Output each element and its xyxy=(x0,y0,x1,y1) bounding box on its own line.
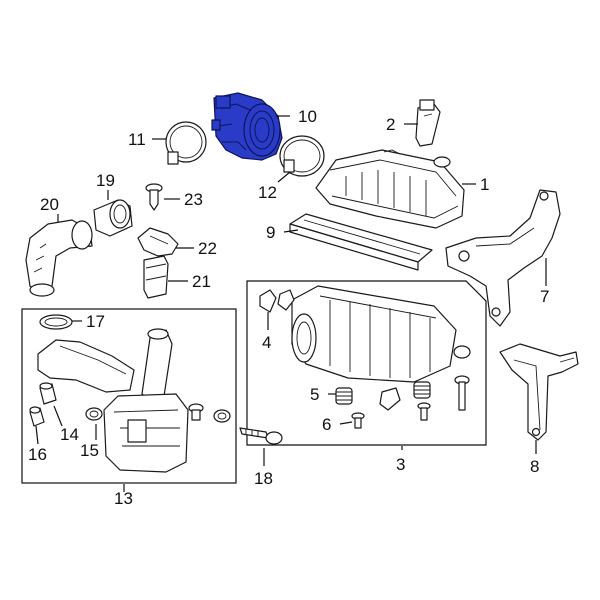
callout-10: 10 xyxy=(298,107,317,126)
part-17-oring[interactable] xyxy=(39,314,73,330)
callout-22: 22 xyxy=(198,239,217,258)
part-18-bolt[interactable] xyxy=(239,427,283,445)
callout-16: 16 xyxy=(28,445,47,464)
part-2-sensor[interactable] xyxy=(415,99,441,147)
callout-8: 8 xyxy=(530,457,539,476)
part-6-bolt[interactable] xyxy=(351,412,365,429)
group-box-13 xyxy=(21,308,237,484)
leader-lines xyxy=(35,115,547,492)
part-11-clamp[interactable] xyxy=(165,121,207,165)
callout-5: 5 xyxy=(310,385,319,404)
part-12-clamp[interactable] xyxy=(279,135,325,177)
part-19-coupling[interactable] xyxy=(93,199,133,237)
part-8-bracket[interactable] xyxy=(499,343,579,441)
part-13-fastener-b[interactable] xyxy=(213,409,231,423)
callout-18: 18 xyxy=(254,469,273,488)
callout-9: 9 xyxy=(266,223,275,242)
part-3-spring-b[interactable] xyxy=(413,381,431,399)
part-7-bracket[interactable] xyxy=(445,189,561,327)
callout-4: 4 xyxy=(262,333,271,352)
callout-21: 21 xyxy=(192,272,211,291)
callout-17: 17 xyxy=(86,312,105,331)
callout-7: 7 xyxy=(540,287,549,306)
part-13-resonator[interactable] xyxy=(37,328,189,473)
part-21-plug[interactable] xyxy=(143,255,169,299)
part-20-duct[interactable] xyxy=(25,219,93,297)
callout-3: 3 xyxy=(396,455,405,474)
callout-12: 12 xyxy=(258,183,277,202)
part-14-grommet[interactable] xyxy=(39,382,57,405)
part-5-spring[interactable] xyxy=(335,387,353,405)
part-22-bracket[interactable] xyxy=(137,227,179,257)
part-3-bolt-e[interactable] xyxy=(454,375,470,411)
part-1-airbox-cover[interactable] xyxy=(315,149,465,229)
part-13-fastener-a[interactable] xyxy=(188,403,204,421)
part-3-clip-c[interactable] xyxy=(379,387,401,411)
callout-20: 20 xyxy=(40,195,59,214)
callout-23: 23 xyxy=(184,190,203,209)
callout-1: 1 xyxy=(480,175,489,194)
callout-19: 19 xyxy=(96,171,115,190)
callout-2: 2 xyxy=(386,115,395,134)
part-10-highlighted[interactable] xyxy=(211,92,283,161)
part-16-grommet[interactable] xyxy=(29,406,45,427)
callout-15: 15 xyxy=(80,441,99,460)
part-4-clips[interactable] xyxy=(259,289,295,313)
callout-11: 11 xyxy=(128,130,146,149)
callout-13: 13 xyxy=(114,489,133,508)
callout-14: 14 xyxy=(60,425,79,444)
part-3-bolt-d[interactable] xyxy=(417,402,431,421)
part-9-filter[interactable] xyxy=(289,213,433,271)
group-box-3 xyxy=(246,280,487,446)
callout-6: 6 xyxy=(322,415,331,434)
part-23-clip[interactable] xyxy=(145,183,163,211)
part-15-grommet[interactable] xyxy=(85,407,103,421)
part-3-airbox-lower[interactable] xyxy=(291,285,471,383)
